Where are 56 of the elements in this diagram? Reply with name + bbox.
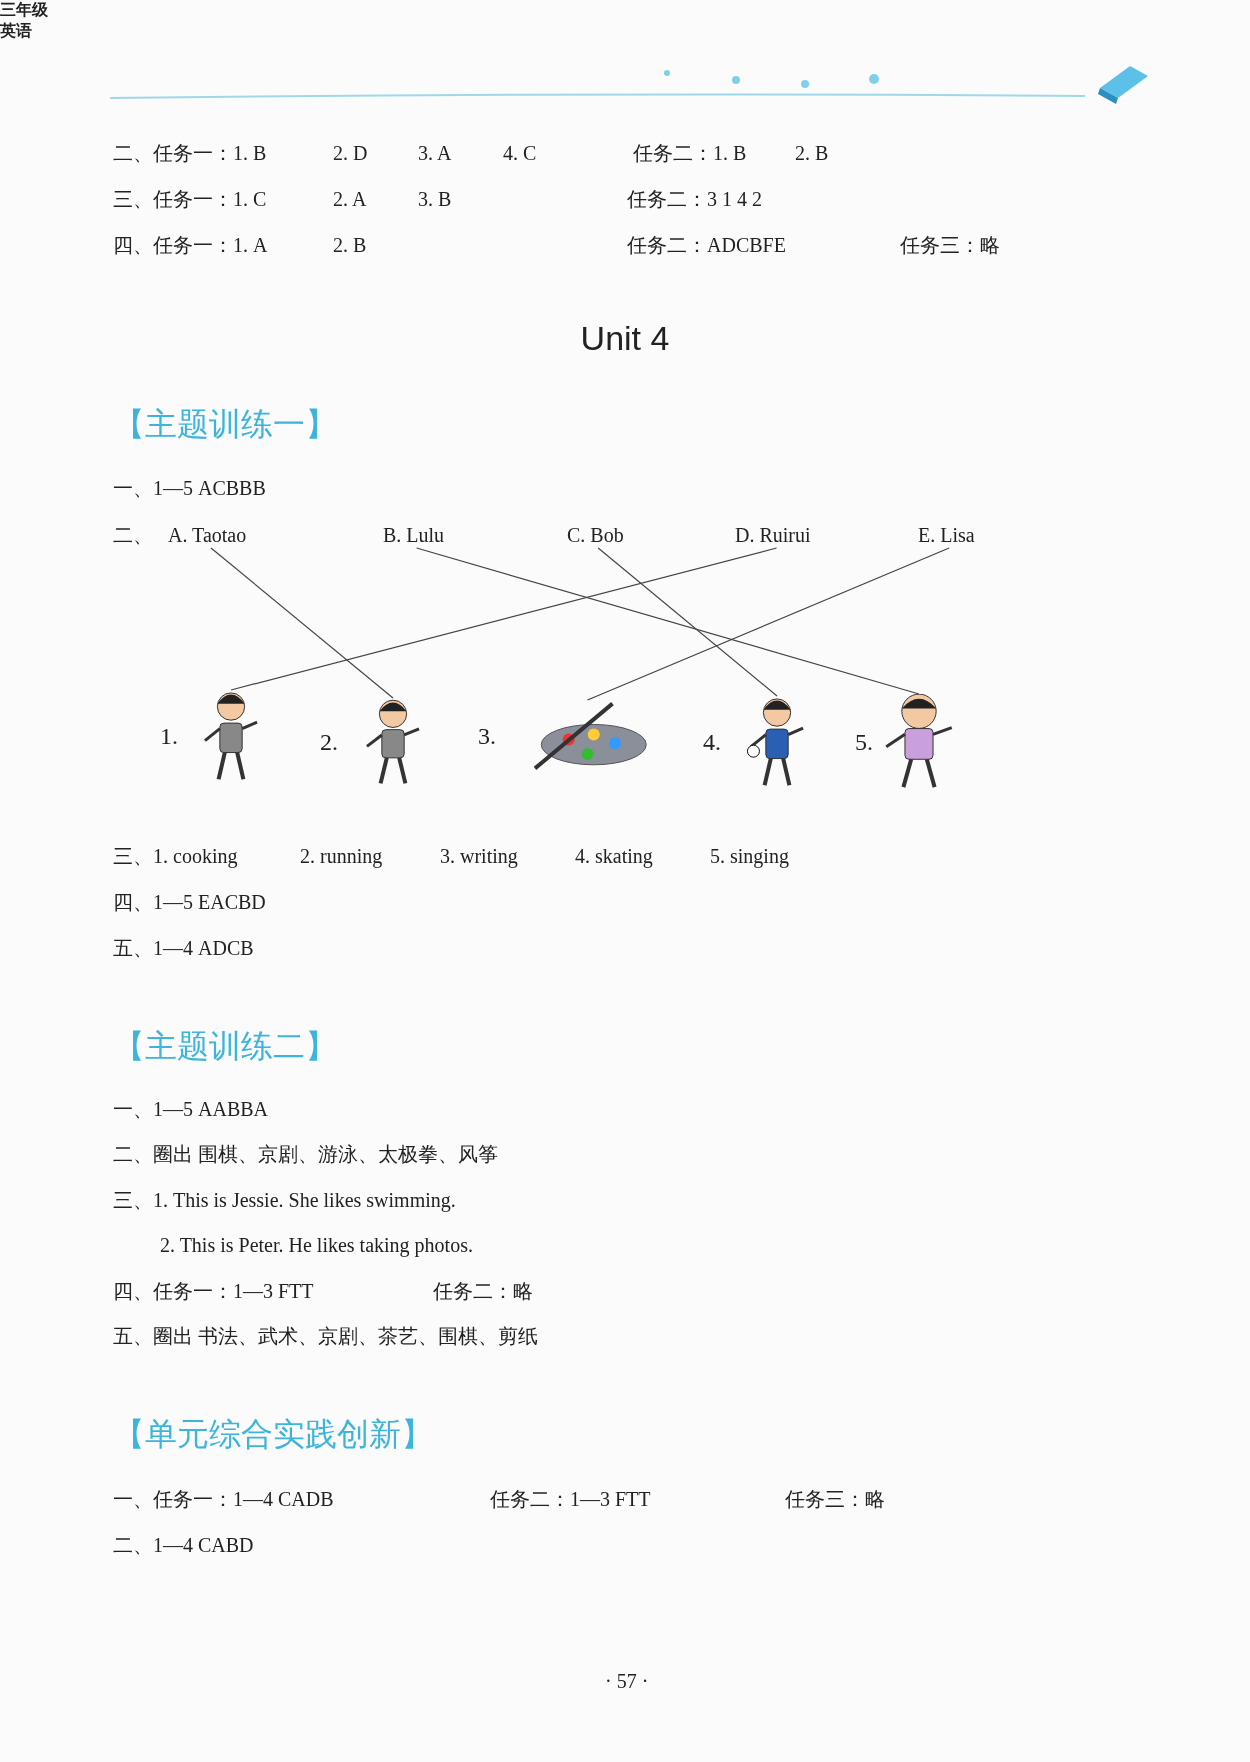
answer-text: 三、1. This is Jessie. She likes swimming. xyxy=(113,1188,456,1213)
name-label: D. Ruirui xyxy=(735,522,811,548)
answer-text: 5. singing xyxy=(710,844,789,869)
answer-text: 四、任务一：1—3 FTT xyxy=(113,1279,314,1304)
matching-line xyxy=(416,547,920,695)
answer-text: 3. A xyxy=(418,141,452,166)
answer-text: 二、1—4 CABD xyxy=(113,1533,254,1558)
answer-text: 三、任务一：1. C xyxy=(113,187,267,212)
picture-number: 3. xyxy=(478,723,496,749)
answer-text: 任务三：略 xyxy=(785,1487,885,1512)
answer-text: 三、1. cooking xyxy=(113,844,238,869)
answer-text: 任务二：ADCBFE xyxy=(627,233,786,258)
answer-text: 任务三：略 xyxy=(900,233,1000,258)
answer-text: 2. D xyxy=(333,141,368,166)
answer-text: 二、任务一：1. B xyxy=(113,141,267,166)
section-heading: 【主题训练一】 xyxy=(113,404,337,444)
answer-text: 一、1—5 AABBA xyxy=(113,1097,268,1122)
matching-line xyxy=(210,547,394,699)
name-label: C. Bob xyxy=(567,522,624,548)
answer-text: 任务二：1. B xyxy=(633,141,747,166)
answer-text: 2. B xyxy=(333,233,367,258)
matching-line xyxy=(230,547,778,691)
answer-text: 2. running xyxy=(300,844,383,869)
answer-text: 4. C xyxy=(503,141,537,166)
answer-text: 一、任务一：1—4 CADB xyxy=(113,1487,334,1512)
grade-label: 三年级 xyxy=(0,0,49,21)
name-label: B. Lulu xyxy=(383,522,445,548)
section-heading: 【主题训练二】 xyxy=(113,1026,337,1066)
answer-text: 2. A xyxy=(333,187,367,212)
answer-text: 4. skating xyxy=(575,844,653,869)
answer-text: 任务二：略 xyxy=(433,1279,533,1304)
matching-line xyxy=(586,547,950,701)
matching-line xyxy=(597,547,778,697)
answer-text: 3. B xyxy=(418,187,452,212)
answer-text: 五、圈出 书法、武术、京剧、茶艺、围棋、剪纸 xyxy=(113,1324,538,1349)
name-label: E. Lisa xyxy=(918,522,975,548)
page-number: · 57 · xyxy=(605,1669,649,1694)
answer-text: 五、1—4 ADCB xyxy=(113,936,254,961)
picture-number: 5. xyxy=(855,729,873,755)
question-number: 二、 xyxy=(113,523,153,548)
name-label: A. Taotao xyxy=(168,522,247,548)
subject-label: 英语 xyxy=(0,21,33,42)
answer-text: 2. B xyxy=(795,141,829,166)
answer-text: 2. This is Peter. He likes taking photos. xyxy=(160,1233,473,1258)
answer-text: 任务二：3 1 4 2 xyxy=(627,187,762,212)
answer-text: 四、任务一：1. A xyxy=(113,233,268,258)
answer-text: 四、1—5 EACBD xyxy=(113,890,266,915)
answer-text: 二、圈出 围棋、京剧、游泳、太极拳、风筝 xyxy=(113,1142,498,1167)
picture-number: 2. xyxy=(320,729,338,755)
answer-text: 3. writing xyxy=(440,844,518,869)
answer-text: 一、1—5 ACBBB xyxy=(113,476,266,501)
section-heading: 【单元综合实践创新】 xyxy=(113,1414,433,1454)
unit-title: Unit 4 xyxy=(579,318,671,358)
picture-number: 1. xyxy=(160,723,178,749)
answer-text: 任务二：1—3 FTT xyxy=(490,1487,651,1512)
picture-number: 4. xyxy=(703,729,721,755)
